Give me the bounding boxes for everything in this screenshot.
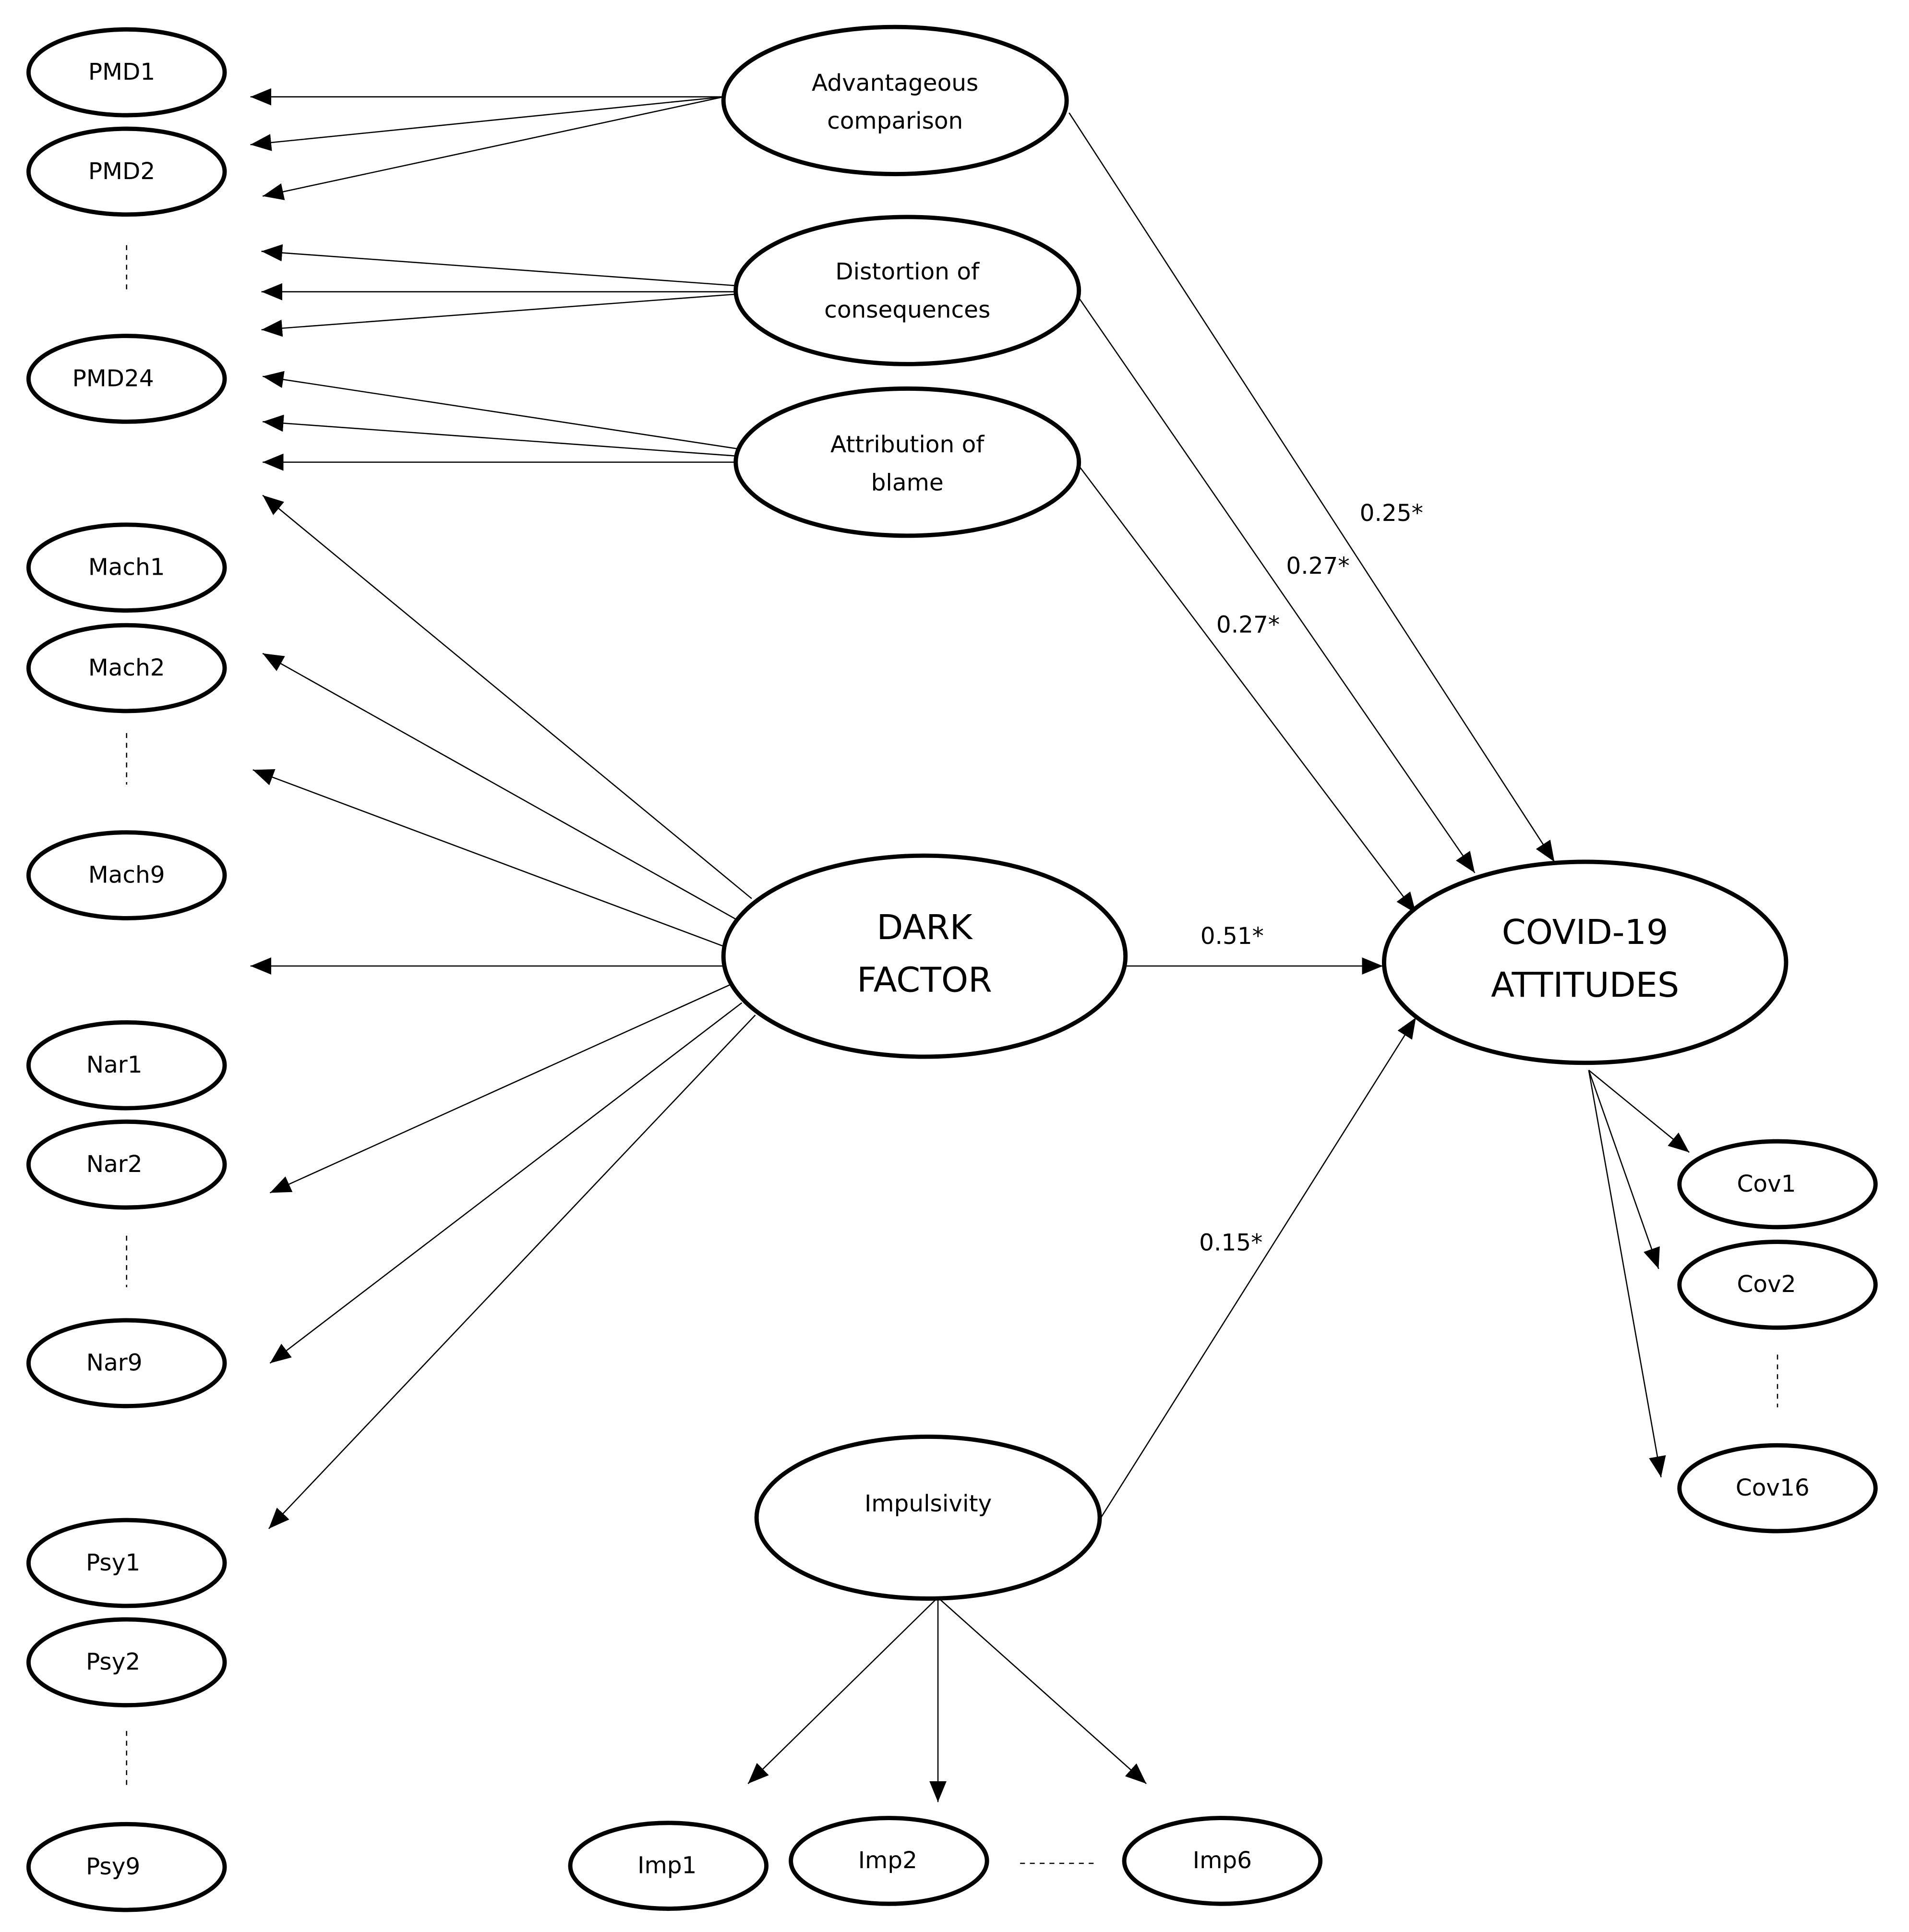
indicator-label: Imp2: [858, 1847, 917, 1874]
indicator-pmd1: PMD1: [26, 27, 227, 118]
loading-arrow-distortion-1: [261, 244, 736, 287]
indicator-cov2: Cov2: [1677, 1240, 1878, 1330]
indicator-pmd24: PMD24: [26, 334, 227, 424]
indicator-label: PMD1: [88, 59, 155, 85]
coefficient-distortion-covid: 0.27*: [1286, 553, 1349, 580]
factor-label: Impulsivity: [864, 1490, 992, 1517]
factor-label-line1: Distortion of: [835, 258, 980, 285]
indicator-label: Imp1: [637, 1852, 696, 1879]
indicator-psy2: Psy2: [26, 1617, 227, 1708]
factor-label-line2: consequences: [824, 296, 990, 323]
ellipsis-connectors: [126, 245, 1778, 1864]
indicator-imp2: Imp2: [789, 1816, 989, 1906]
indicator-label: Psy9: [86, 1853, 140, 1880]
indicator-label: Cov16: [1736, 1474, 1810, 1501]
indicator-nar9: Nar9: [26, 1318, 227, 1409]
coefficient-dark-covid: 0.51*: [1201, 923, 1264, 950]
paths: [250, 88, 1690, 1802]
latent-nodes: Advantageous comparison Distortion of co…: [721, 24, 1789, 1601]
loading-arrow-dark-1: [262, 495, 752, 899]
indicator-cov16: Cov16: [1677, 1443, 1878, 1534]
loading-arrow-dark-5: [269, 984, 732, 1194]
factor-label-line1: DARK: [876, 907, 973, 947]
indicator-mach9: Mach9: [26, 830, 227, 920]
indicator-nar1: Nar1: [26, 1020, 227, 1111]
indicator-label: Nar1: [86, 1051, 143, 1078]
loading-arrow-covid-2: [1588, 1070, 1660, 1269]
indicator-imp1: Imp1: [568, 1821, 769, 1911]
factor-label-line2: comparison: [827, 108, 963, 134]
loading-arrow-dark-6: [269, 1002, 743, 1364]
loading-arrow-impulsivity-3: [940, 1599, 1147, 1785]
indicator-nodes: PMD1 PMD2 PMD24 Mach1 Mach2 Mach9 Nar1: [26, 27, 1878, 1912]
indicator-mach2: Mach2: [26, 623, 227, 713]
indicator-mach1: Mach1: [26, 522, 227, 613]
indicator-label: Nar9: [86, 1350, 143, 1377]
path-arrow-attribution-covid: [1078, 465, 1417, 914]
factor-label-line2: blame: [871, 469, 944, 496]
indicator-pmd2: PMD2: [26, 126, 227, 217]
indicator-label: Mach2: [88, 654, 165, 681]
loading-arrow-advantageous-3: [262, 96, 724, 200]
factor-label-line2: ATTITUDES: [1491, 965, 1679, 1005]
indicator-label: Mach1: [88, 554, 165, 580]
coefficient-impulsivity-covid: 0.15*: [1199, 1229, 1262, 1256]
factor-label-line1: Attribution of: [830, 431, 985, 458]
indicator-label: Mach9: [88, 861, 165, 888]
loading-arrow-dark-3: [252, 769, 728, 948]
indicator-label: Psy2: [86, 1649, 140, 1676]
indicator-cov1: Cov1: [1677, 1139, 1878, 1230]
path-arrow-advantageous-covid: [1069, 112, 1555, 862]
path-arrow-impulsivity-covid: [1100, 1017, 1417, 1518]
loading-arrow-covid-3: [1588, 1070, 1666, 1477]
indicator-label: Imp6: [1193, 1847, 1252, 1874]
indicator-label: Cov2: [1737, 1271, 1796, 1298]
indicator-label: PMD24: [72, 365, 154, 392]
indicator-label: Cov1: [1737, 1171, 1796, 1197]
factor-label-line2: FACTOR: [857, 960, 992, 1000]
factor-attribution-of-blame: Attribution of blame: [733, 386, 1081, 538]
loading-arrow-covid-1: [1588, 1070, 1690, 1153]
loading-arrow-advantageous-2: [250, 96, 724, 151]
factor-advantageous-comparison: Advantageous comparison: [721, 24, 1069, 177]
indicator-psy9: Psy9: [26, 1822, 227, 1912]
factor-label-line1: COVID-19: [1502, 912, 1669, 952]
factor-label-line1: Advantageous: [812, 70, 978, 97]
loading-arrow-dark-2: [262, 652, 741, 923]
loading-arrow-dark-7: [268, 1014, 756, 1529]
factor-dark-factor: DARK FACTOR: [721, 853, 1128, 1059]
indicator-label: Psy1: [86, 1549, 140, 1576]
indicator-label: Nar2: [86, 1151, 143, 1178]
factor-covid-attitudes: COVID-19 ATTITUDES: [1381, 859, 1789, 1065]
indicator-imp6: Imp6: [1122, 1816, 1323, 1906]
loading-arrow-attribution-2: [263, 414, 737, 457]
factor-distortion-of-consequences: Distortion of consequences: [733, 215, 1081, 366]
path-coefficients: 0.25* 0.27* 0.27* 0.51* 0.15*: [1199, 500, 1423, 1256]
indicator-psy1: Psy1: [26, 1518, 227, 1608]
indicator-nar2: Nar2: [26, 1119, 227, 1210]
loading-arrow-attribution-1: [262, 371, 737, 449]
coefficient-attribution-covid: 0.27*: [1216, 612, 1280, 639]
loading-arrow-distortion-3: [261, 293, 736, 337]
coefficient-advantageous-covid: 0.25*: [1360, 500, 1423, 527]
loading-arrow-impulsivity-1: [747, 1599, 936, 1784]
factor-impulsivity: Impulsivity: [754, 1434, 1102, 1601]
indicator-label: PMD2: [88, 158, 155, 185]
path-arrow-distortion-covid: [1078, 297, 1476, 873]
